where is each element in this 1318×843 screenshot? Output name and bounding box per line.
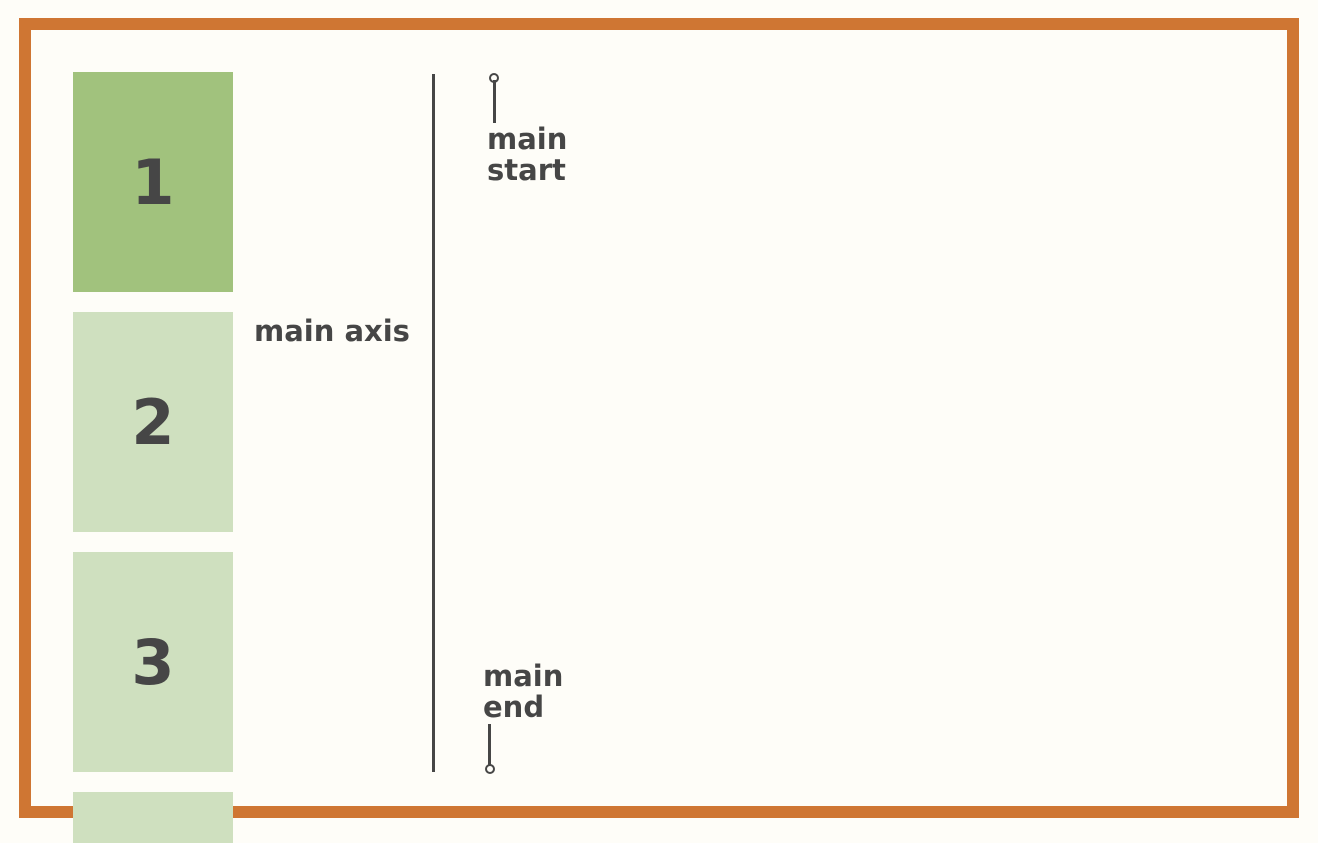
main-end-label-line2: end xyxy=(483,690,545,724)
flex-item-4 xyxy=(73,792,233,843)
flex-item-1-label: 1 xyxy=(131,145,175,219)
flex-item-1: 1 xyxy=(73,72,233,292)
main-start-marker xyxy=(493,80,496,123)
flex-item-3: 3 xyxy=(73,552,233,772)
main-end-dot-icon xyxy=(485,764,495,774)
main-end-label: main end xyxy=(483,661,563,723)
main-end-marker xyxy=(488,724,491,766)
main-start-label-line1: main xyxy=(487,122,568,156)
main-start-label-line2: start xyxy=(487,153,566,187)
main-end-label-line1: main xyxy=(483,659,564,693)
main-axis-line xyxy=(432,74,435,772)
flex-item-2-label: 2 xyxy=(131,385,175,459)
flex-item-2: 2 xyxy=(73,312,233,532)
main-axis-label: main axis xyxy=(254,314,410,348)
flex-item-3-label: 3 xyxy=(131,625,175,699)
main-start-label: main start xyxy=(487,124,567,186)
